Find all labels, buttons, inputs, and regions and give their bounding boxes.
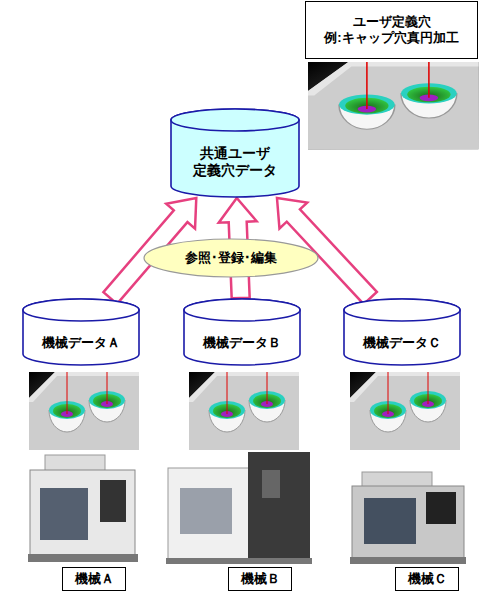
machine-body: [352, 486, 464, 560]
cylinder-body: [171, 109, 299, 197]
node-text: 機械Ｃ: [408, 571, 447, 587]
node-text: 機械データＡ: [42, 335, 120, 351]
node-text: 機械データＣ: [363, 335, 441, 351]
cylinder-outline: [22, 298, 140, 366]
machine-window: [364, 498, 416, 544]
machine-c-photo: [350, 472, 466, 564]
database-cylinder: 機械データＡ: [22, 298, 140, 366]
machine-b-photo: [166, 452, 312, 564]
machine-base: [350, 557, 466, 564]
cylinder-outline: [183, 298, 301, 366]
control-panel: [262, 470, 280, 498]
operation-ellipse: 参照･登録･編集: [143, 238, 319, 278]
machine-label-box: 機械Ｃ: [395, 567, 459, 591]
machine-base: [28, 554, 138, 562]
ellipse-shape: [144, 239, 318, 277]
machine-label-box: 機械Ａ: [62, 567, 126, 591]
cylinder-outline: [343, 298, 461, 366]
database-cylinder: 機械データＢ: [183, 298, 301, 366]
machine-body: [30, 470, 135, 558]
machine-label-box: 機械Ｂ: [228, 567, 292, 591]
machine-window: [40, 488, 88, 540]
node-text: 機械Ａ: [75, 571, 114, 587]
machine-body: [248, 452, 310, 560]
cylinder-top: [171, 109, 299, 131]
machine-body: [168, 468, 250, 560]
node-text: 機械データＢ: [203, 335, 281, 351]
cylinder-top: [23, 299, 139, 321]
hole-render: [189, 372, 299, 450]
node-text: 例:キャップ穴真円加工: [324, 30, 458, 46]
hole-render: [29, 372, 139, 450]
machine-base: [166, 558, 312, 564]
machine-window: [180, 488, 232, 534]
control-panel: [100, 480, 126, 522]
node-text: ユーザ定義穴: [353, 14, 431, 30]
cylinder-body: [344, 299, 460, 365]
title-box: ユーザ定義穴例:キャップ穴真円加工: [305, 1, 478, 59]
hole-render: [350, 372, 460, 450]
node-text: 共通ユーザ 定義穴データ: [189, 145, 281, 180]
control-panel: [426, 492, 456, 524]
cylinder-top: [344, 299, 460, 321]
cylinder-body: [23, 299, 139, 365]
database-cylinder: 共通ユーザ 定義穴データ: [170, 108, 300, 198]
node-text: 参照･登録･編集: [185, 250, 277, 266]
node-text: 機械Ｂ: [241, 571, 280, 587]
hole-render: [308, 62, 479, 149]
cylinder-body: [184, 299, 300, 365]
machine-a-photo: [28, 455, 138, 562]
database-cylinder: 機械データＣ: [343, 298, 461, 366]
cylinder-top: [184, 299, 300, 321]
